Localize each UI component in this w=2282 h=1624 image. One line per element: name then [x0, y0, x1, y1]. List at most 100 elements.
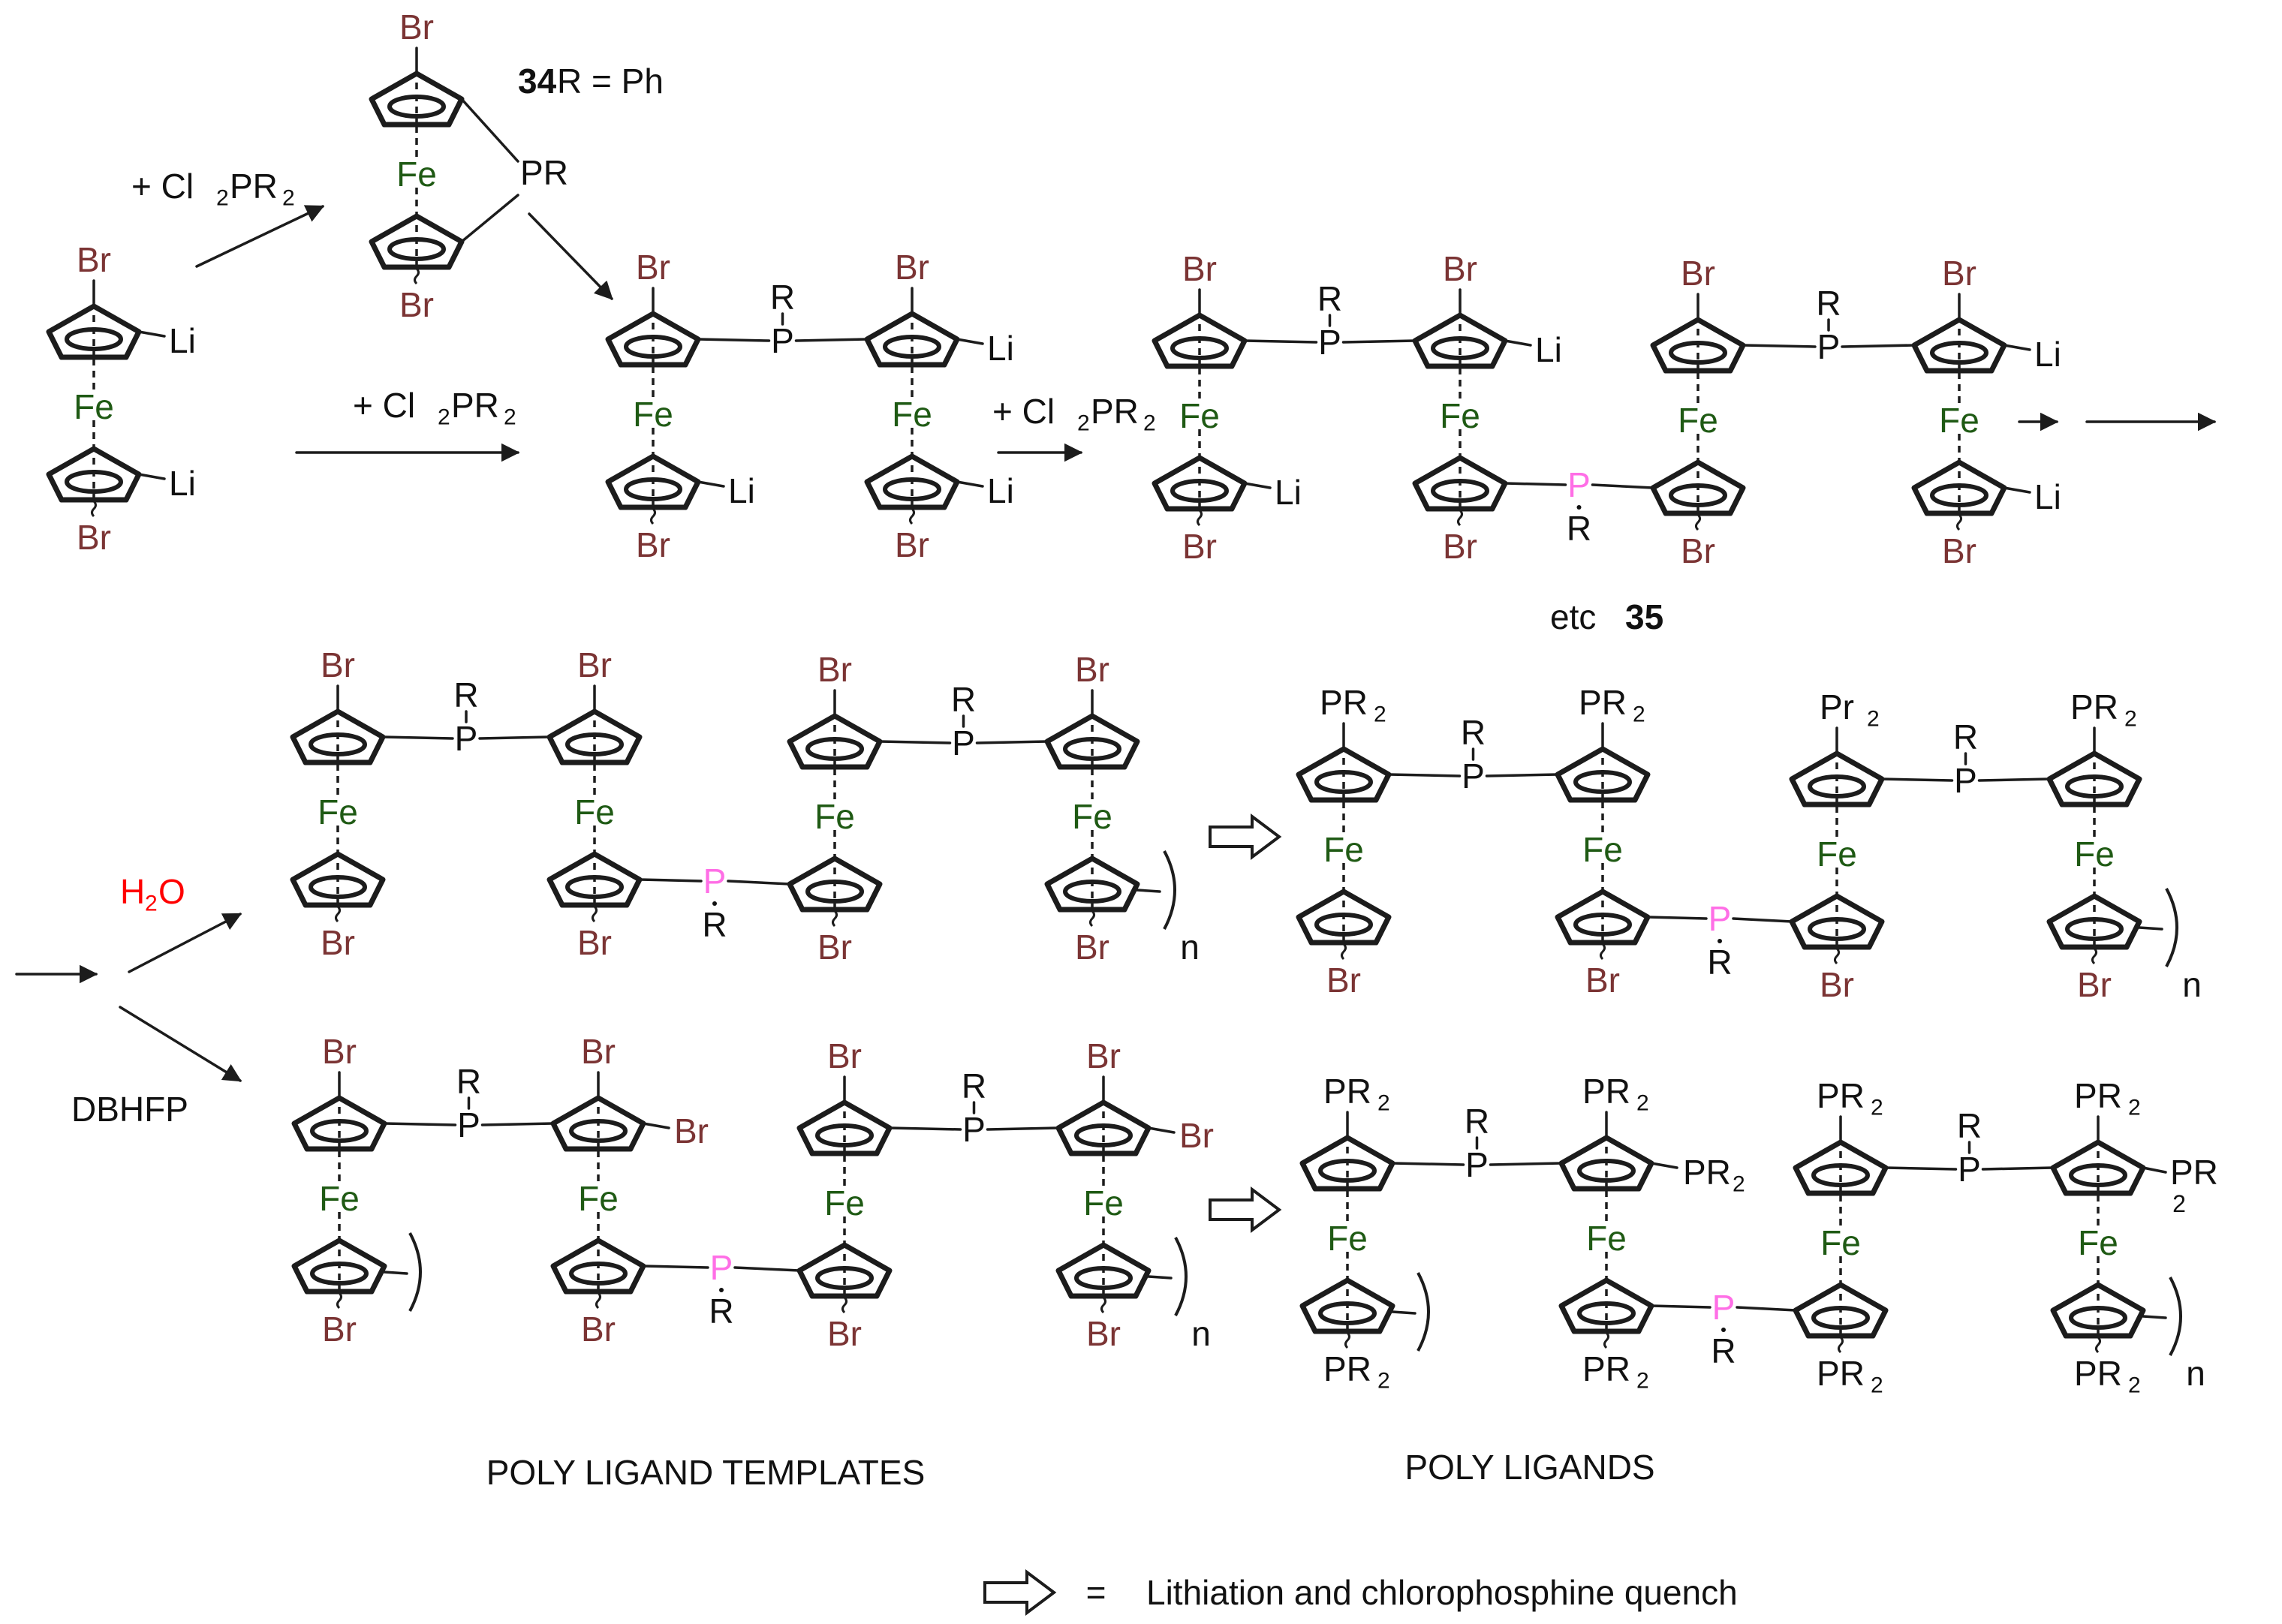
- dimer-left-top-ring: [605, 311, 701, 368]
- bromine-label: Br: [895, 525, 929, 564]
- subscript-2: 2: [2172, 1190, 2186, 1217]
- p-bond: [1981, 1166, 2055, 1171]
- lithium-label: Li: [169, 321, 196, 360]
- template-dbhfp-unit-1-top-ring: [291, 1095, 387, 1152]
- subscript-2: 2: [282, 186, 295, 211]
- ligand-h2o-unit-4-bottom-ring: [2046, 893, 2142, 950]
- wavy-bond: [91, 500, 97, 518]
- r-substituent-label: R: [1461, 713, 1486, 752]
- p-bond: [1742, 344, 1817, 348]
- reagent-cl2pr2: + Cl: [131, 167, 194, 206]
- bromine-label: Br: [1326, 961, 1361, 1000]
- bromine-label: Br: [895, 248, 929, 287]
- r-substituent-label: R: [1465, 1102, 1489, 1141]
- subscript-2: 2: [1633, 702, 1645, 727]
- reagent-cl2pr2: PR: [451, 386, 499, 425]
- lithium-label: Li: [1535, 330, 1562, 369]
- wavy-bond: [1341, 943, 1347, 961]
- subscript-2: 2: [1867, 707, 1880, 732]
- legend-arrow: [983, 1569, 1057, 1616]
- phosphorus-label: P: [771, 321, 794, 360]
- bromine-label: Br: [321, 645, 355, 684]
- bromine-label: Br: [1942, 254, 1976, 293]
- substituent-bond: [956, 480, 984, 488]
- subscript-2: 2: [1377, 1369, 1390, 1394]
- p-bond: [460, 194, 519, 243]
- start-top-ring: [46, 303, 142, 360]
- p-bond: [975, 740, 1049, 744]
- phosphorus-label: P: [1318, 323, 1341, 362]
- chain-bond: [1136, 889, 1161, 893]
- subscript-2: 2: [1636, 1369, 1649, 1394]
- reagent-cl2pr2: PR: [1091, 392, 1139, 431]
- ligand-dbhfp-unit-2-bottom-ring: [1558, 1277, 1654, 1334]
- oligomer-1-top-ring: [1152, 312, 1248, 369]
- bromine-label: Br: [1086, 1036, 1121, 1075]
- substituent-bond: [642, 1122, 670, 1129]
- compound-34-bottom-ring: [369, 213, 465, 270]
- compound-34-number: 34: [518, 62, 557, 101]
- bromine-label: Br: [577, 923, 612, 962]
- p-bond: [697, 338, 771, 342]
- p-bond: [1884, 1166, 1958, 1171]
- dimer-right-bottom-ring: [864, 453, 960, 510]
- bromine-label: Br: [321, 923, 355, 962]
- bromine-label: Br: [1075, 650, 1109, 689]
- phosphorus-label: P: [1708, 899, 1732, 938]
- ligands-title: POLY LIGANDS: [1404, 1448, 1654, 1487]
- template-h2o-unit-2-top-ring: [546, 708, 643, 765]
- arrow-to-34: [195, 205, 325, 268]
- iron-label: Fe: [1582, 830, 1623, 869]
- wavy-bond: [2091, 947, 2097, 965]
- ligand-h2o-unit-1-bottom-ring: [1296, 889, 1392, 946]
- substituent-bond: [1504, 339, 1532, 347]
- p-bond: [1591, 483, 1654, 489]
- template-h2o-unit-3-bottom-ring: [787, 856, 883, 913]
- p-bond: [1243, 339, 1318, 344]
- p-bond: [1485, 773, 1559, 777]
- bromine-label: Br: [2077, 965, 2112, 1004]
- wavy-bond: [1457, 509, 1463, 527]
- wavy-bond: [650, 507, 656, 525]
- repeat-bracket-open: [408, 1232, 422, 1312]
- bromine-label: Br: [581, 1310, 616, 1349]
- pr2-label: PR: [2070, 687, 2118, 726]
- wavy-bond: [595, 1292, 601, 1310]
- p-r-bond-dot: [1576, 505, 1582, 510]
- oligomer-3-top-ring: [1650, 317, 1746, 374]
- oligomer-1-bottom-ring: [1152, 455, 1248, 512]
- p-bond: [383, 1122, 457, 1126]
- template-dbhfp-unit-3-top-ring: [796, 1099, 893, 1156]
- oligomer-4-bottom-ring: [1911, 459, 2007, 516]
- phosphorus-label: P: [1567, 465, 1591, 504]
- template-h2o-unit-4-top-ring: [1044, 713, 1140, 770]
- bromine-label: Br: [1182, 527, 1217, 566]
- bromine-label: Br: [1075, 928, 1109, 967]
- bromine-label: Br: [577, 645, 612, 684]
- bromine-label: Br: [827, 1314, 862, 1353]
- repeat-bracket-open: [1416, 1272, 1430, 1352]
- r-substituent-label: R: [1957, 1106, 1982, 1145]
- pr2-label: PR: [1323, 1072, 1371, 1111]
- p-bond: [878, 740, 952, 744]
- compound-34-top-ring: [369, 71, 465, 128]
- ligand-dbhfp-unit-1-bottom-ring: [1299, 1277, 1395, 1334]
- bromine-label: Br: [636, 248, 670, 287]
- repeat-bracket-close: [1163, 850, 1176, 930]
- wavy-bond: [1695, 513, 1701, 531]
- lithiation-arrow-lower: [1209, 1186, 1282, 1233]
- iron-label: Fe: [2074, 835, 2115, 874]
- ligand-dbhfp-unit-4-bottom-ring: [2050, 1282, 2146, 1339]
- pr2-label: PR: [1579, 683, 1627, 722]
- r-substituent-label: R: [962, 1066, 986, 1105]
- ligand-h2o-unit-4-top-ring: [2046, 750, 2142, 807]
- subscript-2: 2: [504, 405, 516, 430]
- p-bond: [1646, 916, 1708, 920]
- bromine-label: Br: [322, 1032, 357, 1071]
- chain-bond: [1147, 1275, 1173, 1280]
- wavy-bond: [841, 1296, 847, 1314]
- ligand-dbhfp-unit-3-top-ring: [1793, 1139, 1889, 1196]
- r-substituent-label: R: [1317, 279, 1342, 318]
- iron-label: Fe: [1678, 401, 1718, 440]
- chain-bond: [2142, 1315, 2167, 1319]
